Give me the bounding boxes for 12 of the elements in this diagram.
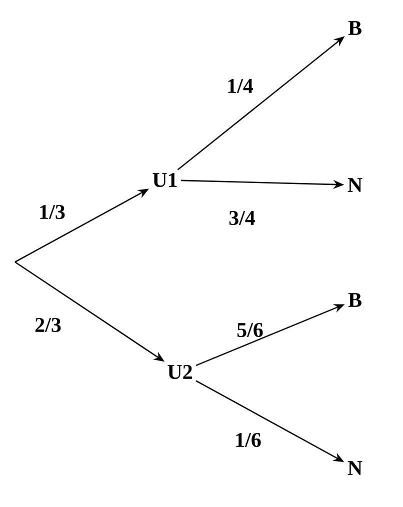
node-label: B — [348, 21, 362, 35]
node-label: U2 — [168, 364, 192, 380]
node-label: N — [348, 178, 362, 192]
edge-label: 1/6 — [236, 432, 261, 448]
edge-label: 2/3 — [35, 318, 61, 332]
edge-label: 3/4 — [229, 210, 256, 226]
node-label: N — [348, 461, 362, 475]
edge-label: 5/6 — [237, 322, 263, 338]
edge-label: 1/4 — [228, 78, 254, 94]
edge-label: 1/3 — [40, 204, 65, 220]
node-label: B — [348, 293, 362, 307]
node-label: U1 — [152, 172, 177, 188]
